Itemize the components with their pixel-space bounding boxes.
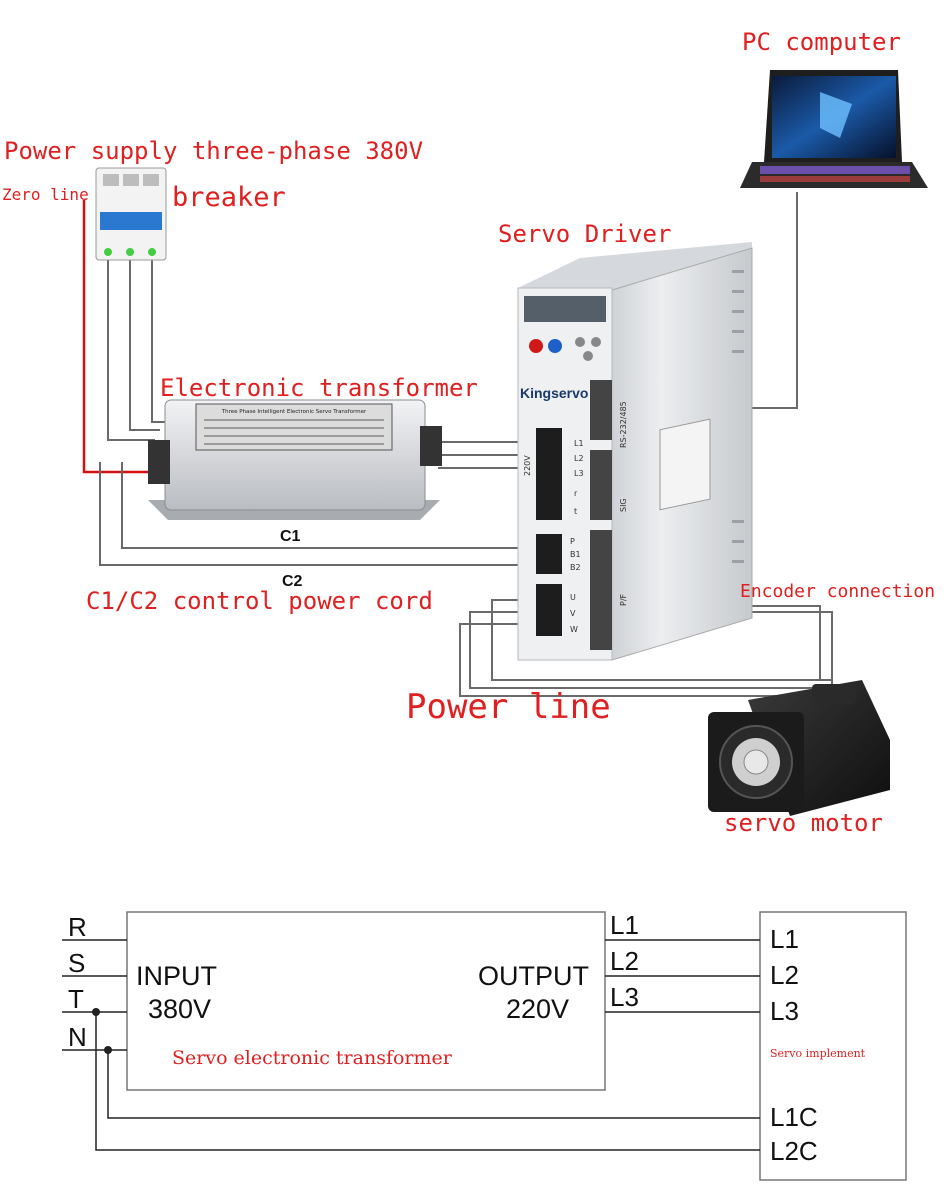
input-r: R (68, 912, 87, 942)
label-pc-computer: PC computer (742, 28, 901, 56)
terminal-u: U (570, 593, 576, 602)
wire-power-2 (469, 611, 832, 689)
terminal-b1: B1 (570, 550, 581, 559)
impl-l3: L3 (770, 996, 799, 1026)
output-title: OUTPUT (478, 961, 589, 991)
label-c1: C1 (280, 528, 301, 545)
label-c2: C2 (282, 573, 303, 590)
wire-breaker-3 (151, 256, 165, 423)
line-l1c (107, 1050, 760, 1119)
wire-power-3 (459, 623, 832, 697)
label-servo-driver: Servo Driver (498, 220, 671, 248)
junction-t (92, 1008, 100, 1016)
transformer-box (126, 911, 606, 1091)
drive-brand: Kingservo (520, 385, 588, 401)
label-servo-motor: servo motor (724, 809, 883, 837)
port-pf: P/F (619, 593, 628, 606)
port-sig: SIG (619, 498, 628, 512)
out-l1: L1 (610, 910, 639, 940)
implement-caption: Servo implement (770, 1047, 866, 1060)
schematic (62, 911, 907, 1181)
wire-power-1 (491, 599, 832, 681)
servo-motor-device (708, 680, 890, 816)
wire-c2 (99, 462, 540, 566)
terminal-w: W (570, 625, 578, 634)
label-electronic-transformer: Electronic transformer (160, 374, 478, 402)
label-control-power-cord: C1/C2 control power cord (86, 587, 433, 615)
terminal-p: P (570, 537, 575, 546)
label-zero-line: Zero line (2, 185, 89, 204)
servo-drive: Kingservo L1 L2 L3 r t P B1 B2 U V W 220… (517, 242, 753, 661)
transformer-plate: Three Phase Intelligent Electronic Servo… (221, 409, 367, 415)
terminal-t: t (574, 507, 577, 516)
terminal-r: r (574, 489, 578, 498)
impl-l1c: L1C (770, 1102, 818, 1132)
transformer-device: Three Phase Intelligent Electronic Servo… (148, 399, 442, 520)
set-button (548, 339, 562, 353)
impl-l2: L2 (770, 960, 799, 990)
terminal-b2: B2 (570, 563, 581, 572)
input-voltage: 380V (148, 994, 211, 1024)
impl-l2c: L2C (770, 1136, 818, 1166)
breaker-device (95, 167, 167, 261)
label-breaker: breaker (172, 182, 286, 213)
wire-breaker-2 (129, 256, 160, 431)
terminal-l3: L3 (574, 469, 584, 478)
implement-box (759, 911, 907, 1181)
box-caption: Servo electronic transformer (172, 1047, 453, 1069)
port-rs: RS-232/485 (619, 401, 628, 448)
line-l2c (95, 1012, 760, 1151)
label-power-line: Power line (406, 687, 611, 727)
terminal-v: V (570, 609, 576, 618)
input-n: N (68, 1022, 87, 1052)
wire-breaker-1 (107, 256, 155, 441)
laptop (740, 70, 928, 188)
voltage-tag: 220V (523, 455, 532, 476)
wires (82, 192, 833, 697)
label-encoder-connection: Encoder connection (740, 581, 935, 602)
output-voltage: 220V (506, 994, 569, 1024)
junction-n (104, 1046, 112, 1054)
wire-zero-line (82, 200, 150, 474)
input-s: S (68, 948, 85, 978)
wire-c1 (121, 462, 540, 549)
out-l2: L2 (610, 946, 639, 976)
impl-l1: L1 (770, 924, 799, 954)
out-l3: L3 (610, 982, 639, 1012)
input-t: T (68, 984, 84, 1014)
terminal-l1: L1 (574, 439, 584, 448)
mode-button (529, 339, 543, 353)
terminal-l2: L2 (574, 454, 584, 463)
input-title: INPUT (136, 961, 217, 991)
label-power-supply: Power supply three-phase 380V (4, 137, 423, 165)
